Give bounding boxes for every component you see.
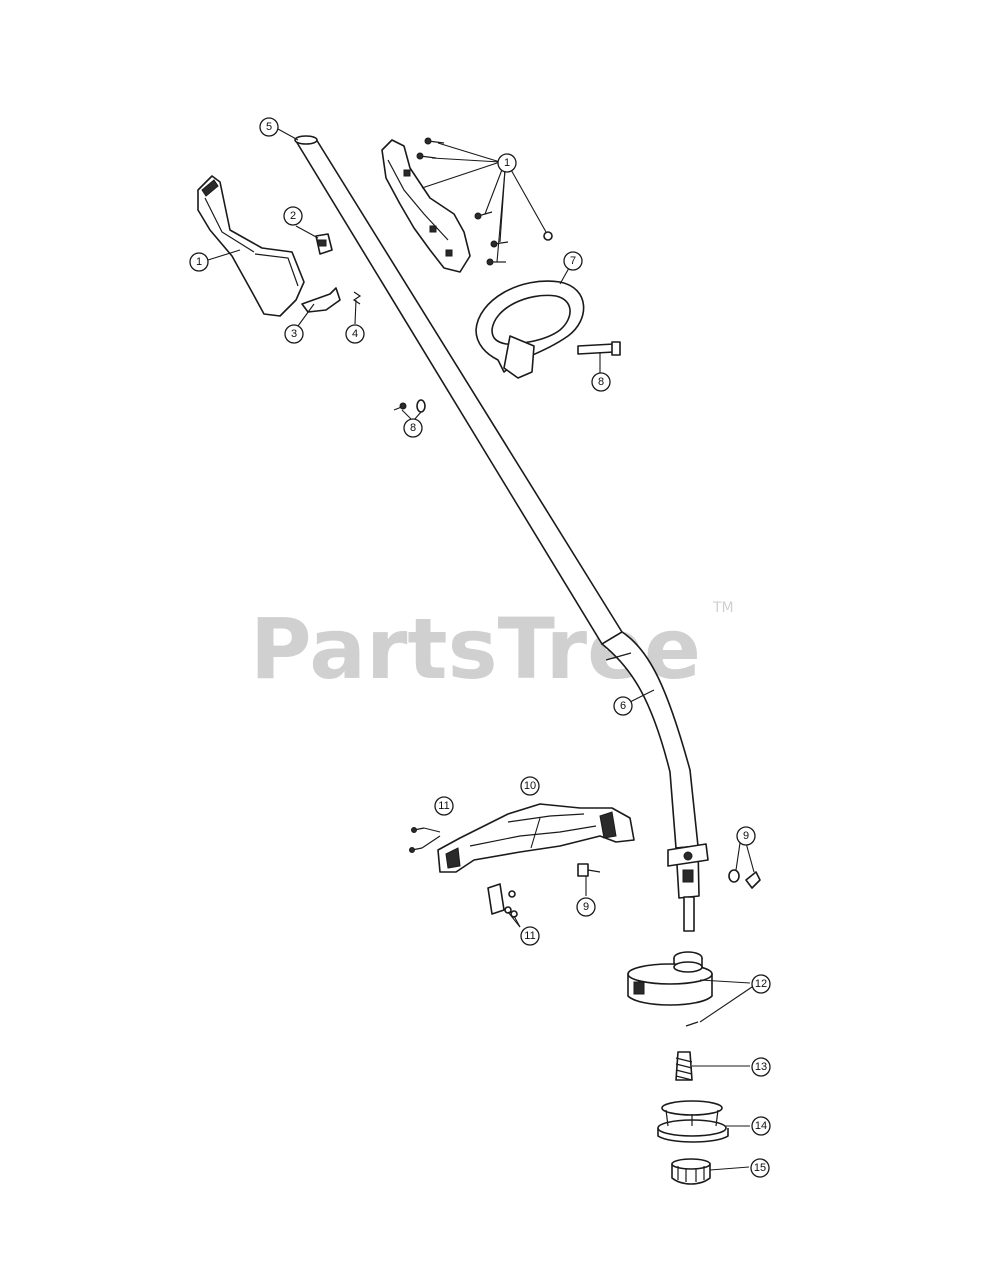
svg-text:11: 11 [438,800,449,812]
handle-screws[interactable] [416,137,553,266]
upper-shaft[interactable] [294,135,623,645]
trigger[interactable] [301,287,341,313]
svg-text:3: 3 [291,328,297,340]
svg-text:5: 5 [266,121,272,133]
callout-8-screw[interactable]: 8 [403,418,423,438]
svg-text:4: 4 [352,328,358,340]
svg-text:1: 1 [504,157,510,169]
svg-text:8: 8 [410,422,416,434]
guard-screws[interactable] [409,827,425,853]
callout-7[interactable]: 7 [563,251,583,271]
svg-text:7: 7 [570,255,576,267]
handle-right-half[interactable] [381,139,471,273]
screw-and-nut[interactable] [393,399,426,413]
shaft-clamp[interactable] [667,843,709,867]
callout-9-clamp[interactable]: 9 [736,826,756,846]
callout-12[interactable]: 12 [751,974,771,994]
handle-left-half[interactable] [197,175,305,317]
bump-knob[interactable] [671,1158,711,1185]
handle-bolt[interactable] [577,341,621,356]
svg-text:11: 11 [524,930,535,942]
svg-text:9: 9 [743,830,749,842]
trigger-spring[interactable] [352,291,362,305]
eyelet[interactable] [685,1021,699,1027]
svg-text:9: 9 [583,901,589,913]
callout-1-left-handle[interactable]: 1 [189,252,209,272]
callout-2[interactable]: 2 [283,206,303,226]
svg-text:13: 13 [755,1061,767,1073]
callout-11-lower[interactable]: 11 [520,926,540,946]
callout-15[interactable]: 15 [750,1158,770,1178]
callout-9-guard[interactable]: 9 [576,897,596,917]
guard-bolt[interactable] [577,863,601,877]
svg-text:2: 2 [290,210,296,222]
watermark-trademark: TM [712,600,734,616]
callout-13[interactable]: 13 [751,1057,771,1077]
leader-lines [207,128,755,1171]
callout-5[interactable]: 5 [259,117,279,137]
spool-housing[interactable] [627,951,713,1006]
svg-text:14: 14 [755,1120,767,1132]
callout-1-right-handle[interactable]: 1 [497,153,517,173]
line-spool[interactable] [657,1100,729,1143]
spool-spring[interactable] [675,1051,693,1081]
svg-text:6: 6 [620,700,626,712]
callout-3[interactable]: 3 [284,324,304,344]
washer-and-wingnut[interactable] [728,869,761,889]
svg-text:1: 1 [196,256,202,268]
svg-text:12: 12 [755,978,767,990]
callout-11-upper[interactable]: 11 [434,796,454,816]
svg-text:8: 8 [598,376,604,388]
switch[interactable] [315,233,333,255]
assist-handle[interactable] [475,280,585,379]
trimmer-guard[interactable] [437,803,635,873]
callout-4[interactable]: 4 [345,324,365,344]
callout-14[interactable]: 14 [751,1116,771,1136]
line-cutter-blade[interactable] [487,883,518,918]
svg-text:15: 15 [754,1162,766,1174]
svg-text:10: 10 [524,780,536,792]
callout-6[interactable]: 6 [613,696,633,716]
callout-10-label[interactable]: 10 [520,776,540,796]
callout-8-bolt[interactable]: 8 [591,372,611,392]
